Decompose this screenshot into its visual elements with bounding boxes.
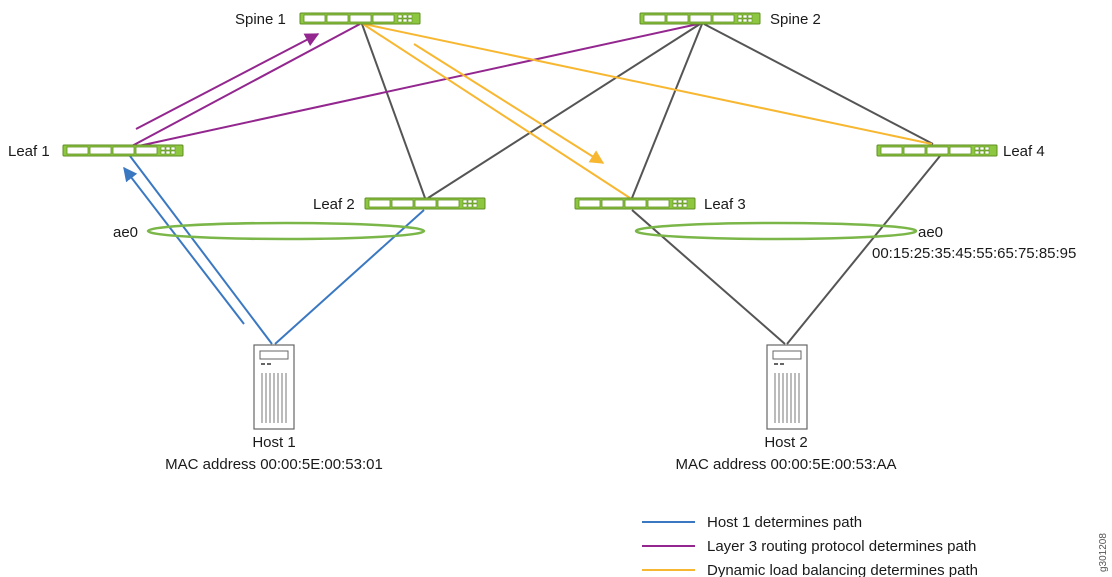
arrow-host1-to-leaf1 bbox=[123, 166, 245, 325]
link-spine2-leaf2 bbox=[427, 23, 701, 199]
lag-left-label: ae0 bbox=[113, 224, 138, 241]
lag-ring-right bbox=[634, 221, 918, 241]
host2-mac: MAC address 00:00:5E:00:53:AA bbox=[676, 456, 897, 473]
legend-label-dlb: Dynamic load balancing determines path bbox=[707, 562, 978, 577]
spine1-switch-icon bbox=[299, 12, 421, 25]
link-spine1-leaf4-yellow bbox=[363, 23, 933, 145]
lag-ring-left bbox=[146, 221, 426, 241]
figure-id: g301208 bbox=[1098, 533, 1109, 572]
leaf2-label: Leaf 2 bbox=[313, 196, 355, 213]
link-leaf3-host2 bbox=[631, 209, 786, 345]
leaf3-switch-icon bbox=[574, 197, 696, 210]
host2-server-icon bbox=[766, 344, 808, 430]
link-leaf1-spine1-purple bbox=[129, 23, 361, 148]
spine1-label: Spine 1 bbox=[235, 11, 286, 28]
host1-paths bbox=[123, 155, 425, 345]
host1-name: Host 1 bbox=[252, 434, 295, 451]
host2-name: Host 2 bbox=[764, 434, 807, 451]
link-leaf4-host2 bbox=[786, 155, 941, 345]
leaf4-switch-icon bbox=[876, 144, 998, 157]
spine2-label: Spine 2 bbox=[770, 11, 821, 28]
arrow-spine1-to-leaf3 bbox=[413, 43, 605, 164]
physical-links bbox=[361, 23, 941, 345]
spine2-switch-icon bbox=[639, 12, 761, 25]
leaf1-switch-icon bbox=[62, 144, 184, 157]
legend: Host 1 determines path Layer 3 routing p… bbox=[642, 514, 978, 577]
host1-server-icon bbox=[253, 344, 295, 430]
legend-label-layer3: Layer 3 routing protocol determines path bbox=[707, 538, 976, 555]
lag-right-label: ae0 bbox=[918, 224, 943, 241]
leaf4-label: Leaf 4 bbox=[1003, 143, 1045, 160]
layer3-paths bbox=[129, 23, 699, 148]
leaf3-label: Leaf 3 bbox=[704, 196, 746, 213]
leaf1-label: Leaf 1 bbox=[8, 143, 50, 160]
link-spine1-leaf2 bbox=[361, 23, 426, 199]
host1-mac: MAC address 00:00:5E:00:53:01 bbox=[165, 456, 383, 473]
lag-right-mac: 00:15:25:35:45:55:65:75:85:95 bbox=[872, 245, 1076, 262]
link-leaf2-host1-blue bbox=[274, 209, 425, 345]
link-spine2-leaf3 bbox=[631, 23, 703, 199]
arrow-leaf1-to-spine1 bbox=[135, 33, 320, 130]
link-spine2-leaf4 bbox=[703, 23, 934, 145]
link-spine1-leaf3-yellow bbox=[362, 23, 631, 199]
link-leaf1-spine2-purple bbox=[133, 23, 699, 148]
legend-label-host1: Host 1 determines path bbox=[707, 514, 862, 531]
link-leaf1-host1-blue bbox=[129, 155, 273, 345]
dlb-paths bbox=[362, 23, 933, 199]
leaf2-switch-icon bbox=[364, 197, 486, 210]
